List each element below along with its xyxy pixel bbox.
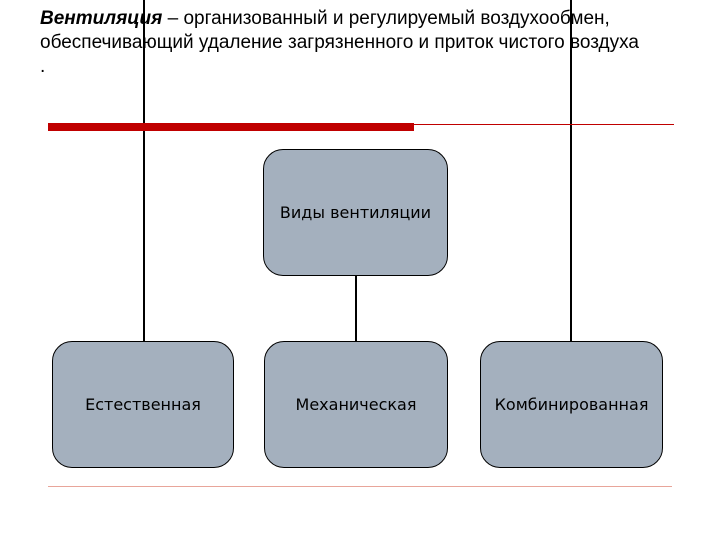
bottom-rule <box>48 486 672 487</box>
node-natural: Естественная <box>52 341 234 468</box>
accent-rule-thick <box>48 123 414 131</box>
node-combined-label: Комбинированная <box>494 394 649 414</box>
node-ventilation-types: Виды вентиляции <box>263 149 448 276</box>
node-ventilation-types-label: Виды вентиляции <box>279 202 432 222</box>
node-mechanical: Механическая <box>264 341 448 468</box>
node-combined: Комбинированная <box>480 341 663 468</box>
accent-rule-thin <box>414 124 674 125</box>
definition-text: Вентиляция – организованный и регулируем… <box>40 7 640 79</box>
node-mechanical-label: Механическая <box>295 394 417 414</box>
definition-body: – организованный и регулируемый воздухоо… <box>40 8 639 77</box>
definition-term: Вентиляция <box>40 8 163 29</box>
node-natural-label: Естественная <box>85 394 201 414</box>
